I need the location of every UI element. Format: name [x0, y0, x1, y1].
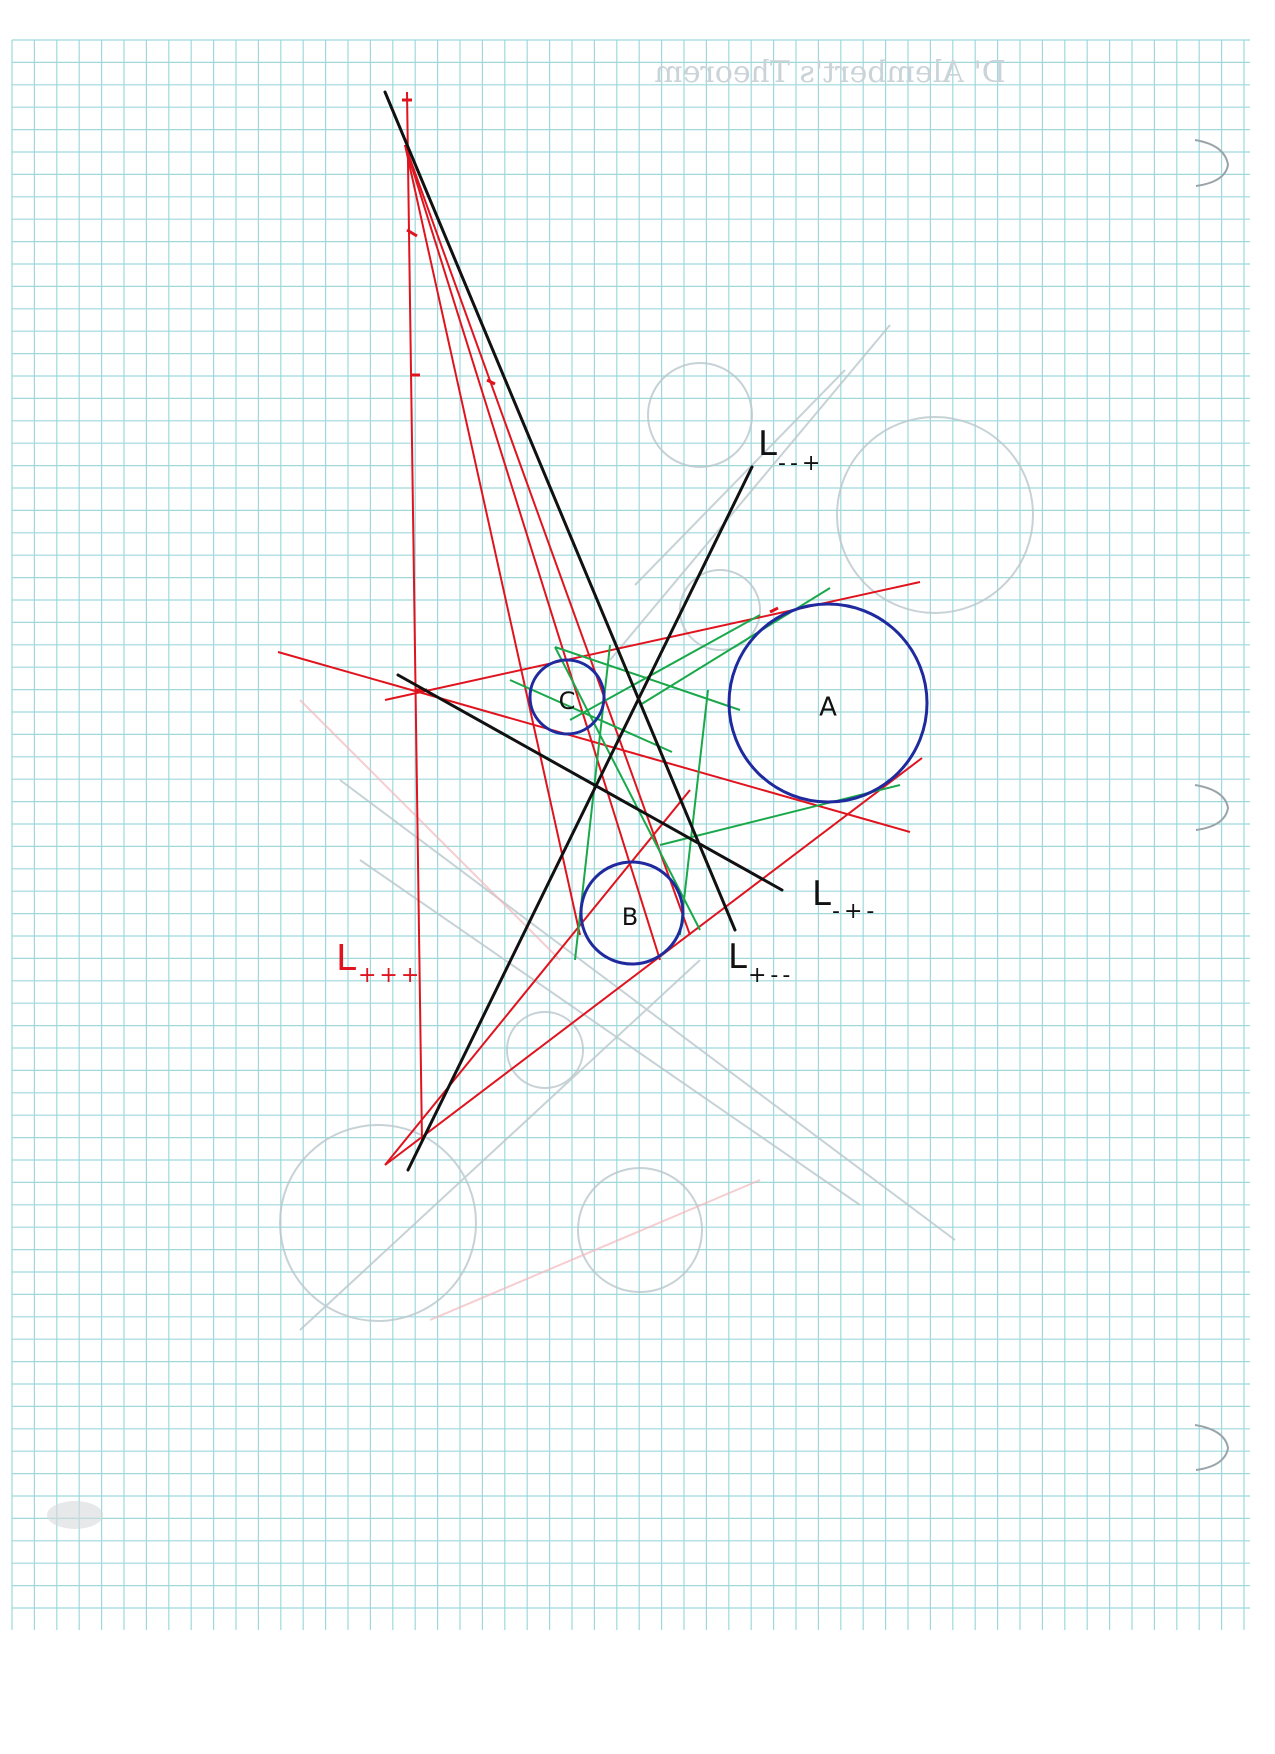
label-line-ppp-base: L: [336, 938, 356, 979]
circle-a: [727, 602, 929, 804]
label-line-pmm: L +--: [728, 937, 794, 988]
label-line-mmp-sub: --+: [778, 451, 824, 476]
paper-background: [8, 0, 1258, 1630]
circle-b: [579, 860, 685, 966]
circle-a-label: A: [819, 693, 837, 723]
line-mmp: [406, 465, 754, 1172]
label-line-pmm-base: L: [728, 937, 747, 977]
bleed-through-ghost: [279, 324, 1034, 1331]
grid-lines: [11, 39, 1250, 1630]
circles: [528, 602, 929, 966]
label-line-mpm-sub: -+-: [832, 899, 878, 924]
ghost-title: D' Alembert's Theorem: [654, 55, 1006, 90]
circle-c: [528, 658, 606, 736]
label-line-mmp-base: L: [758, 424, 777, 464]
bleed-through-ghost-red: [299, 699, 761, 1321]
red-construction-lines: [277, 91, 923, 1166]
label-line-ppp: L +++: [336, 938, 422, 988]
line-mpm: [396, 673, 784, 892]
label-line-mmp: L --+: [758, 424, 824, 476]
label-line-mpm: L -+-: [812, 874, 878, 924]
label-line-ppp-sub: +++: [358, 963, 422, 988]
label-line-pmm-sub: +--: [748, 963, 794, 988]
hole-punch-marks: [1194, 139, 1230, 1471]
smudge-mark: [47, 1501, 103, 1529]
red-tick-marks: [402, 98, 779, 692]
line-pmm: [383, 90, 737, 932]
circle-c-label: C: [559, 687, 576, 715]
label-line-mpm-base: L: [812, 874, 831, 914]
circle-b-label: B: [622, 903, 638, 931]
black-lines: [383, 90, 784, 1172]
